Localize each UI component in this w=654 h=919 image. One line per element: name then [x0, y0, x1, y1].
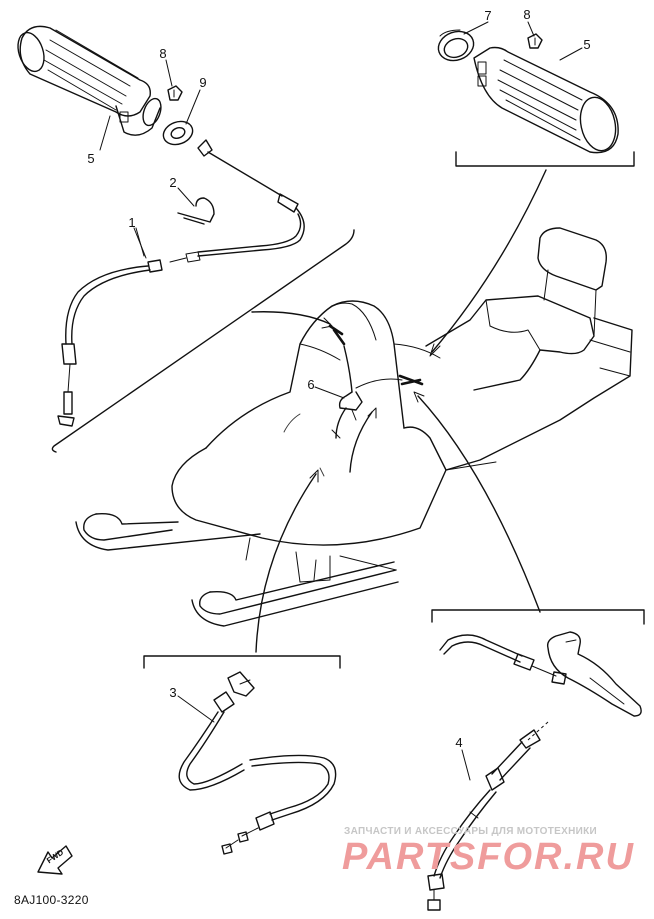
leader-right-to-body [431, 169, 547, 353]
brake-group-bracket [431, 609, 645, 625]
brake-lever-assembly [439, 631, 642, 717]
screw-left [167, 85, 183, 101]
snowmobile-body [75, 227, 633, 627]
callout-2: 2 [169, 175, 177, 190]
arrow-right-to-body [429, 343, 441, 357]
callout-1: 1 [128, 215, 136, 230]
cable-4 [427, 729, 541, 911]
leader-bottom-left-to-body [255, 473, 317, 653]
arrow-left-to-body [321, 317, 333, 329]
screw-right [527, 33, 543, 49]
cable3-bracket [143, 655, 341, 669]
leader-left-to-body [251, 311, 331, 325]
diagram-part-code: 8AJ100-3220 [14, 893, 89, 907]
callout-3: 3 [169, 685, 177, 700]
callout-8-right: 8 [523, 7, 531, 22]
left-group-bracket [51, 229, 355, 453]
callout-9: 9 [199, 75, 207, 90]
watermark-logo: PARTSFOR.RU [342, 836, 635, 878]
cable-clip [177, 197, 215, 225]
callout-5-left: 5 [87, 151, 95, 166]
washer [162, 120, 194, 146]
callout-8-left: 8 [159, 46, 167, 61]
callout-leaders [99, 21, 583, 781]
watermark-tagline: ЗАПЧАСТИ И АКСЕССУАРЫ ДЛЯ МОТОТЕХНИКИ [344, 826, 597, 837]
arrow-bottom-right [413, 391, 425, 403]
front-direction-arrow [37, 845, 73, 875]
callout-7: 7 [484, 8, 492, 23]
callout-4: 4 [455, 735, 463, 750]
right-handlebar-grip [473, 46, 619, 154]
callout-5-right: 5 [583, 37, 591, 52]
right-group-bracket [455, 151, 635, 167]
cable-3 [178, 671, 337, 855]
callout-6: 6 [307, 377, 315, 392]
arrow-bottom-left [309, 469, 319, 483]
leader-bottom-right-to-body [417, 395, 541, 613]
grip-ring [437, 29, 475, 62]
left-handlebar-grip [17, 25, 162, 136]
throttle-cable [57, 139, 305, 427]
brake-cable-connection [527, 721, 549, 741]
